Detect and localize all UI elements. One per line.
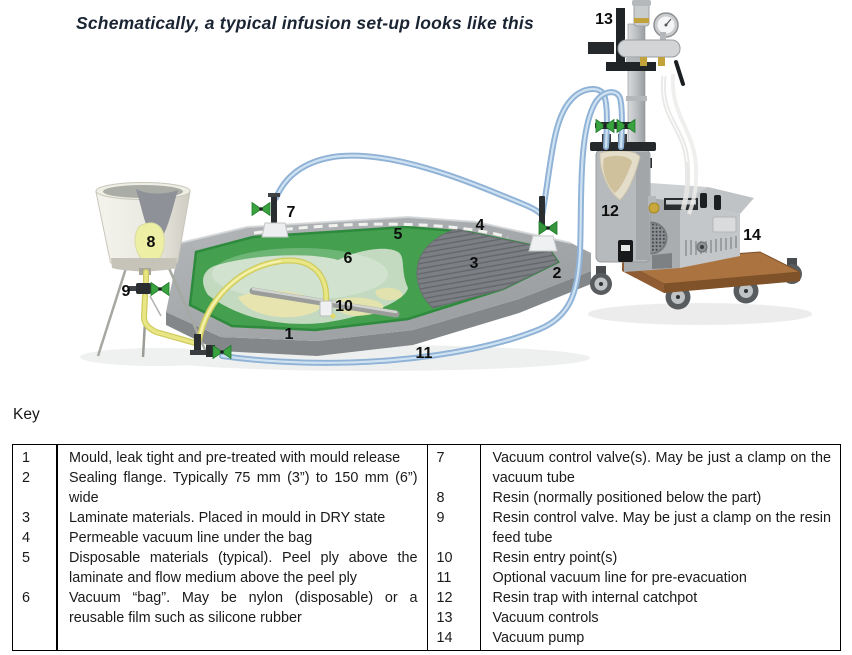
figure-label-6: 6 [344, 250, 353, 267]
key-description: Resin trap with internal catchpot [492, 590, 698, 606]
key-table-right: 7 Vacuum control valve(s). May be just a… [426, 445, 841, 650]
resin-control-valve-9 [129, 282, 170, 317]
table-row: 11 Optional vacuum line for pre-evacuati… [428, 568, 841, 588]
floor-fitting-valve [190, 334, 232, 359]
bucket-inner-shadow [136, 189, 178, 243]
mould-front-face [166, 271, 591, 356]
table-row: 7 Vacuum control valve(s). May be just a… [428, 448, 841, 488]
table-row: 13 Vacuum controls [428, 608, 841, 628]
table-row: 6 Vacuum “bag”. May be nylon (disposable… [13, 588, 427, 628]
key-description: Vacuum “bag”. May be nylon (disposable) … [69, 590, 418, 626]
figure-label-8: 8 [147, 234, 156, 251]
key-number: 8 [436, 490, 445, 506]
table-row: 10 Resin entry point(s) [428, 548, 841, 568]
table-row: 5 Disposable materials (typical). Peel p… [13, 548, 427, 588]
resin-bucket-stand [95, 182, 208, 358]
figure-label-4: 4 [476, 217, 485, 234]
key-number: 7 [436, 450, 445, 466]
key-description: Permeable vacuum line under the bag [69, 530, 313, 546]
figure-labels: 1 2 3 4 5 6 7 8 9 10 11 12 13 14 [122, 11, 761, 362]
key-number: 2 [22, 470, 31, 486]
permeable-vacuum-line [253, 222, 509, 239]
column-divider [56, 445, 58, 650]
figure-label-14: 14 [743, 227, 761, 244]
key-table-left: 1 Mould, leak tight and pre-treated with… [13, 445, 427, 650]
vacuum-controls [588, 0, 685, 86]
key-description: Mould, leak tight and pre-treated with m… [69, 450, 401, 466]
table-row: 9 Resin control valve. May be just a cla… [428, 508, 841, 548]
key-number: 10 [436, 550, 453, 566]
key-description: Sealing flange. Typically 75 mm (3”) to … [69, 470, 418, 506]
key-number: 9 [436, 510, 445, 526]
bucket-base-band [111, 258, 177, 271]
vacuum-control-valve-7 [251, 193, 289, 238]
key-description: Resin entry point(s) [492, 550, 618, 566]
figure-label-2: 2 [553, 265, 562, 282]
key-number: 14 [436, 630, 453, 646]
dry-laminate-area [416, 228, 559, 309]
key-description: Disposable materials (typical). Peel ply… [69, 550, 418, 586]
figure-label-9: 9 [122, 283, 131, 300]
figure-label-7: 7 [287, 204, 296, 221]
clear-tube [660, 73, 699, 215]
figure-label-5: 5 [394, 226, 403, 243]
infusion-diagram-svg: 1 2 3 4 5 6 7 8 9 10 11 12 13 14 [80, 0, 812, 371]
key-number: 5 [22, 550, 31, 566]
pump-label-plate [712, 216, 737, 233]
vacuum-tubes [140, 86, 625, 366]
key-description: Resin control valve. May be just a clamp… [492, 510, 832, 546]
key-number: 6 [22, 590, 31, 606]
figure-label-13: 13 [595, 11, 613, 28]
table-row: 12 Resin trap with internal catchpot [428, 588, 841, 608]
table-row: 8 Resin (normally positioned below the p… [428, 488, 841, 508]
pump-handle [700, 193, 707, 208]
trap-inlet-valves [595, 119, 636, 133]
figure-label-10: 10 [335, 298, 353, 315]
key-number: 12 [436, 590, 453, 606]
table-row: 4 Permeable vacuum line under the bag [13, 528, 427, 548]
key-description: Vacuum control valve(s). May be just a c… [492, 450, 832, 486]
vacuum-tube-arc [273, 152, 545, 218]
manifold [617, 39, 681, 58]
figure-title: Schematically, a typical infusion set-up… [76, 13, 534, 33]
valves-and-fittings [129, 119, 636, 359]
key-heading: Key [13, 406, 40, 423]
resin-feed-tube [140, 257, 330, 346]
stand-leg [96, 267, 128, 357]
table-row: 2 Sealing flange. Typically 75 mm (3”) t… [13, 468, 427, 508]
flange-vacuum-fitting [528, 196, 558, 252]
pre-evacuation-line [219, 89, 625, 366]
resin-entry-fitting-10 [319, 300, 336, 319]
pump-handle [714, 195, 721, 210]
key-number: 13 [436, 610, 453, 626]
key-number: 1 [22, 450, 31, 466]
vacuum-tube-to-trap [539, 86, 610, 219]
figure-label-12: 12 [601, 203, 619, 220]
key-number: 4 [22, 530, 31, 546]
key-description: Vacuum controls [492, 610, 599, 626]
key-description: Vacuum pump [492, 630, 585, 646]
infusion-diagram: 1 2 3 4 5 6 7 8 9 10 11 12 13 14 [80, 0, 812, 371]
key-description: Laminate materials. Placed in mould in D… [69, 510, 386, 526]
pump-cart [588, 0, 802, 310]
key-number: 11 [436, 570, 452, 586]
resin-patch [375, 287, 403, 301]
key-description: Optional vacuum line for pre-evacuation [492, 570, 747, 586]
key-number: 3 [22, 510, 31, 526]
table-row: 1 Mould, leak tight and pre-treated with… [13, 448, 427, 468]
table-row: 3 Laminate materials. Placed in mould in… [13, 508, 427, 528]
column-divider [479, 445, 482, 650]
key-table: 1 Mould, leak tight and pre-treated with… [12, 444, 841, 651]
key-description: Resin (normally positioned below the par… [492, 490, 762, 506]
figure-label-11: 11 [416, 345, 433, 362]
figure-label-1: 1 [285, 326, 294, 343]
table-row: 14 Vacuum pump [428, 628, 841, 648]
figure-label-3: 3 [470, 255, 479, 272]
